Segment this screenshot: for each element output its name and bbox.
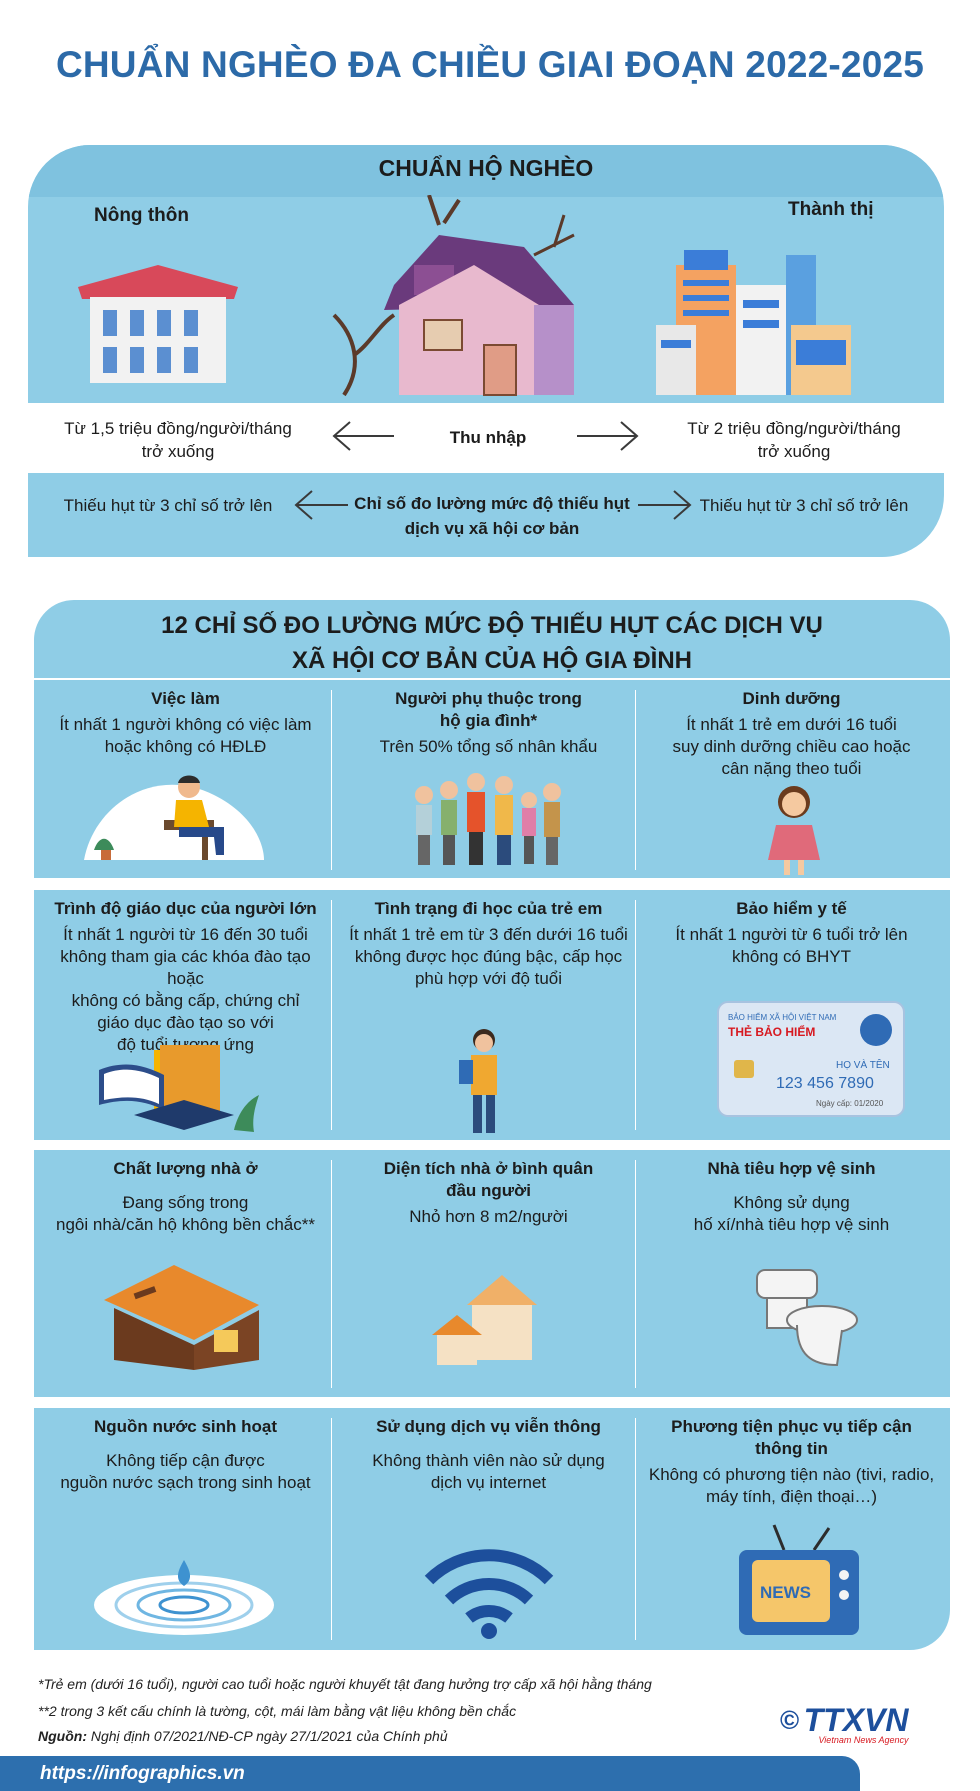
city-buildings-icon (656, 250, 851, 395)
family-icon (415, 773, 561, 865)
footer-bar (0, 1756, 860, 1791)
footnote-1: *Trẻ em (dưới 16 tuổi), người cao tuổi h… (38, 1676, 652, 1692)
arrow-left-icon (332, 421, 394, 451)
indicator-telecom: Sử dụng dịch vụ viễn thông Không thành v… (372, 1417, 605, 1492)
rural-building-icon (78, 265, 238, 383)
student-icon (459, 1029, 497, 1133)
insurance-card-icon: BẢO HIỂM XÃ HỘI VIỆT NAM THẺ BẢO HIỂM HỌ… (717, 1001, 905, 1117)
page-title: CHUẨN NGHÈO ĐA CHIỀU GIAI ĐOẠN 2022-2025 (55, 44, 925, 85)
indicator-health-insurance: Bảo hiểm y tế Ít nhất 1 người từ 6 tuổi … (675, 899, 908, 966)
indicator-nutrition: Dinh dưỡng Ít nhất 1 trẻ em dưới 16 tuổi… (672, 689, 911, 778)
tv-icon: NEWS (739, 1524, 859, 1635)
small-house-icon (432, 1275, 537, 1365)
income-label: Thu nhập (449, 428, 527, 447)
arrow-right-icon (577, 421, 639, 451)
girl-icon (768, 786, 820, 875)
card-holder: HỌ VÀ TÊN (836, 1058, 890, 1071)
card-issued: Ngày cấp: 01/2020 (816, 1099, 884, 1108)
graduation-books-icon (99, 1045, 259, 1132)
logo-name: TTXVN (803, 1702, 909, 1738)
indicator-water: Nguồn nước sinh hoạt Không tiếp cận được… (60, 1417, 311, 1492)
panel-header (28, 145, 944, 197)
indicators-panel: 12 CHỈ SỐ ĐO LƯỜNG MỨC ĐỘ THIẾU HỤT CÁC … (34, 600, 950, 1650)
footer-url-link[interactable]: https://infographics.vn (40, 1763, 245, 1784)
old-house-icon (332, 195, 575, 397)
tv-news-text: NEWS (760, 1583, 811, 1602)
ttxvn-logo: © TTXVN Vietnam News Agency (780, 1702, 909, 1745)
arrow-right-icon-2 (638, 490, 692, 520)
poverty-standard-panel: CHUẨN HỘ NGHÈO Nông thôn Thành thị (28, 145, 944, 557)
poverty-standard-title: CHUẨN HỘ NGHÈO (378, 155, 594, 181)
toilet-icon (756, 1269, 858, 1367)
card-name: THẺ BẢO HIỂM (728, 1024, 815, 1039)
arrow-left-icon-2 (294, 490, 348, 520)
indicators-header (34, 600, 950, 678)
income-band (28, 403, 944, 473)
copyright-icon: © (780, 1705, 800, 1735)
logo-subtitle: Vietnam News Agency (818, 1735, 909, 1745)
card-number: 123 456 7890 (776, 1075, 874, 1092)
footnote-2: **2 trong 3 kết cấu chính là tường, cột,… (38, 1703, 517, 1719)
indicator-employment: Việc làm Ít nhất 1 người không có việc l… (59, 689, 312, 756)
water-drop-icon (94, 1560, 274, 1635)
worried-person-icon (84, 775, 264, 860)
urban-index: Thiếu hụt từ 3 chỉ số trở lên (699, 496, 909, 515)
indicators-title: 12 CHỈ SỐ ĐO LƯỜNG MỨC ĐỘ THIẾU HỤT CÁC … (161, 612, 823, 674)
damaged-house-icon (104, 1265, 259, 1370)
urban-label: Thành thị (788, 199, 874, 220)
indicator-child-schooling: Tình trạng đi học của trẻ em Ít nhất 1 t… (349, 899, 628, 988)
source-note: Nguồn: Nghị định 07/2021/NĐ-CP ngày 27/1… (38, 1728, 448, 1744)
indicator-adult-education: Trình độ giáo dục của người lớn Ít nhất … (54, 899, 317, 1054)
card-org: BẢO HIỂM XÃ HỘI VIỆT NAM (728, 1013, 837, 1022)
rural-index: Thiếu hụt từ 3 chỉ số trở lên (63, 496, 273, 515)
wifi-icon (424, 1549, 554, 1639)
rural-label: Nông thôn (94, 205, 189, 226)
